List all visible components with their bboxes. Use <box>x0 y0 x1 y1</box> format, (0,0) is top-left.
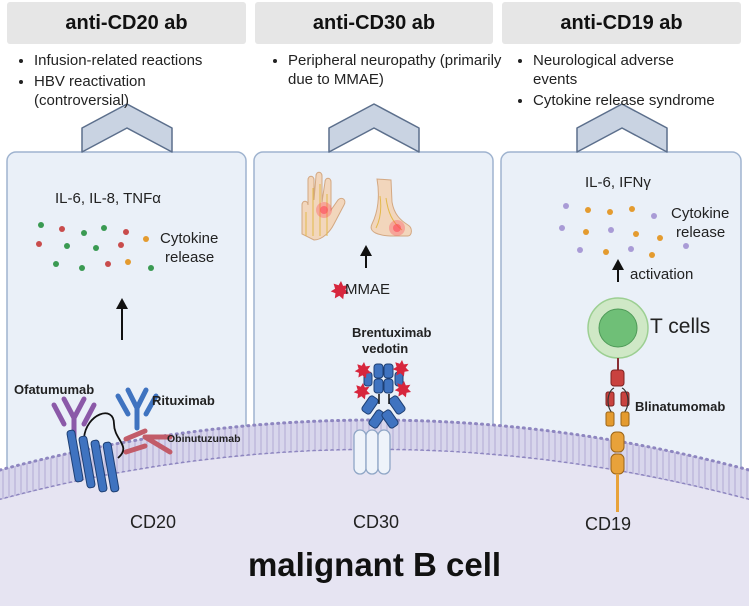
cytokine-dots <box>559 203 689 258</box>
cytokine-release-label-line1: Cytokine <box>160 230 219 247</box>
arrow-up-icon <box>360 245 372 268</box>
rituximab-label: Rituximab <box>152 393 215 408</box>
cytokines-label: IL-6, IFNγ <box>585 174 651 191</box>
cd30-graphics <box>301 171 412 475</box>
cytokines-label: IL-6, IL-8, TNFα <box>55 190 161 207</box>
cell-membrane <box>0 418 749 606</box>
cytokine-release-label-line1: Cytokine <box>671 205 730 222</box>
panel-title: anti-CD30 ab <box>312 11 436 34</box>
effect-item: Infusion-related reactions <box>34 51 266 70</box>
obinutuzumab-label: Obinutuzumab <box>167 433 241 445</box>
ofatumumab-label: Ofatumumab <box>14 382 95 397</box>
chevron-icon <box>81 103 173 153</box>
effect-item: HBV reactivation (controversial) <box>34 72 184 110</box>
blinatumomab-icon <box>605 369 630 427</box>
effect-item: Neurological adverse events <box>533 51 713 89</box>
effect-item: Cytokine release syndrome <box>533 91 749 110</box>
cd19-graphics <box>559 203 689 512</box>
t-cells-label: T cells <box>650 315 711 338</box>
adverse-effects-cd30: Peripheral neuropathy (primarily due to … <box>268 51 513 91</box>
t-cell-icon <box>587 297 649 359</box>
cd20-receptor-icon <box>66 429 120 493</box>
cd20-label: CD20 <box>130 512 177 532</box>
adverse-effects-cd20: Infusion-related reactions HBV reactivat… <box>14 51 266 112</box>
obinutuzumab-icon <box>123 428 173 455</box>
panel-title: anti-CD19 ab <box>560 11 683 34</box>
effect-item: Peripheral neuropathy (primarily due to … <box>288 51 513 89</box>
cd20-loop <box>83 412 125 459</box>
cytokine-dots <box>36 222 154 271</box>
blinatumomab-label: Blinatumomab <box>635 399 726 414</box>
header-anti-cd30: anti-CD30 ab <box>255 2 493 44</box>
brentuximab-label-line1: Brentuximab <box>352 325 432 340</box>
mmae-toxin-icon <box>330 281 349 300</box>
cd30-label: CD30 <box>353 512 400 532</box>
arrow-up-icon <box>612 259 624 282</box>
activation-label: activation <box>630 266 694 283</box>
foot-icon <box>370 178 412 237</box>
chevron-icon <box>328 103 420 153</box>
header-anti-cd20: anti-CD20 ab <box>7 2 246 44</box>
cd19-receptor-icon <box>610 431 625 512</box>
mmae-label: MMAE <box>345 281 390 298</box>
chevron-icon <box>576 103 668 153</box>
cytokine-release-label-line2: release <box>676 224 726 241</box>
cytokine-release-label-line2: release <box>165 249 215 266</box>
hand-icon <box>301 171 346 241</box>
cell-body <box>0 450 749 606</box>
cd20-graphics <box>36 222 173 493</box>
chevrons <box>81 103 668 153</box>
cd30-receptor-icon <box>353 429 391 475</box>
cd19-label: CD19 <box>585 514 632 534</box>
header-anti-cd19: anti-CD19 ab <box>502 2 741 44</box>
adverse-effects-cd19: Neurological adverse events Cytokine rel… <box>513 51 749 112</box>
brentuximab-label-line2: vedotin <box>362 341 409 356</box>
rituximab-icon <box>115 387 159 431</box>
panel-title: anti-CD20 ab <box>65 11 188 34</box>
arrow-up-icon <box>116 298 128 340</box>
toxin-payload-icons <box>353 360 411 400</box>
malignant-b-cell-label: malignant B cell <box>247 546 502 583</box>
